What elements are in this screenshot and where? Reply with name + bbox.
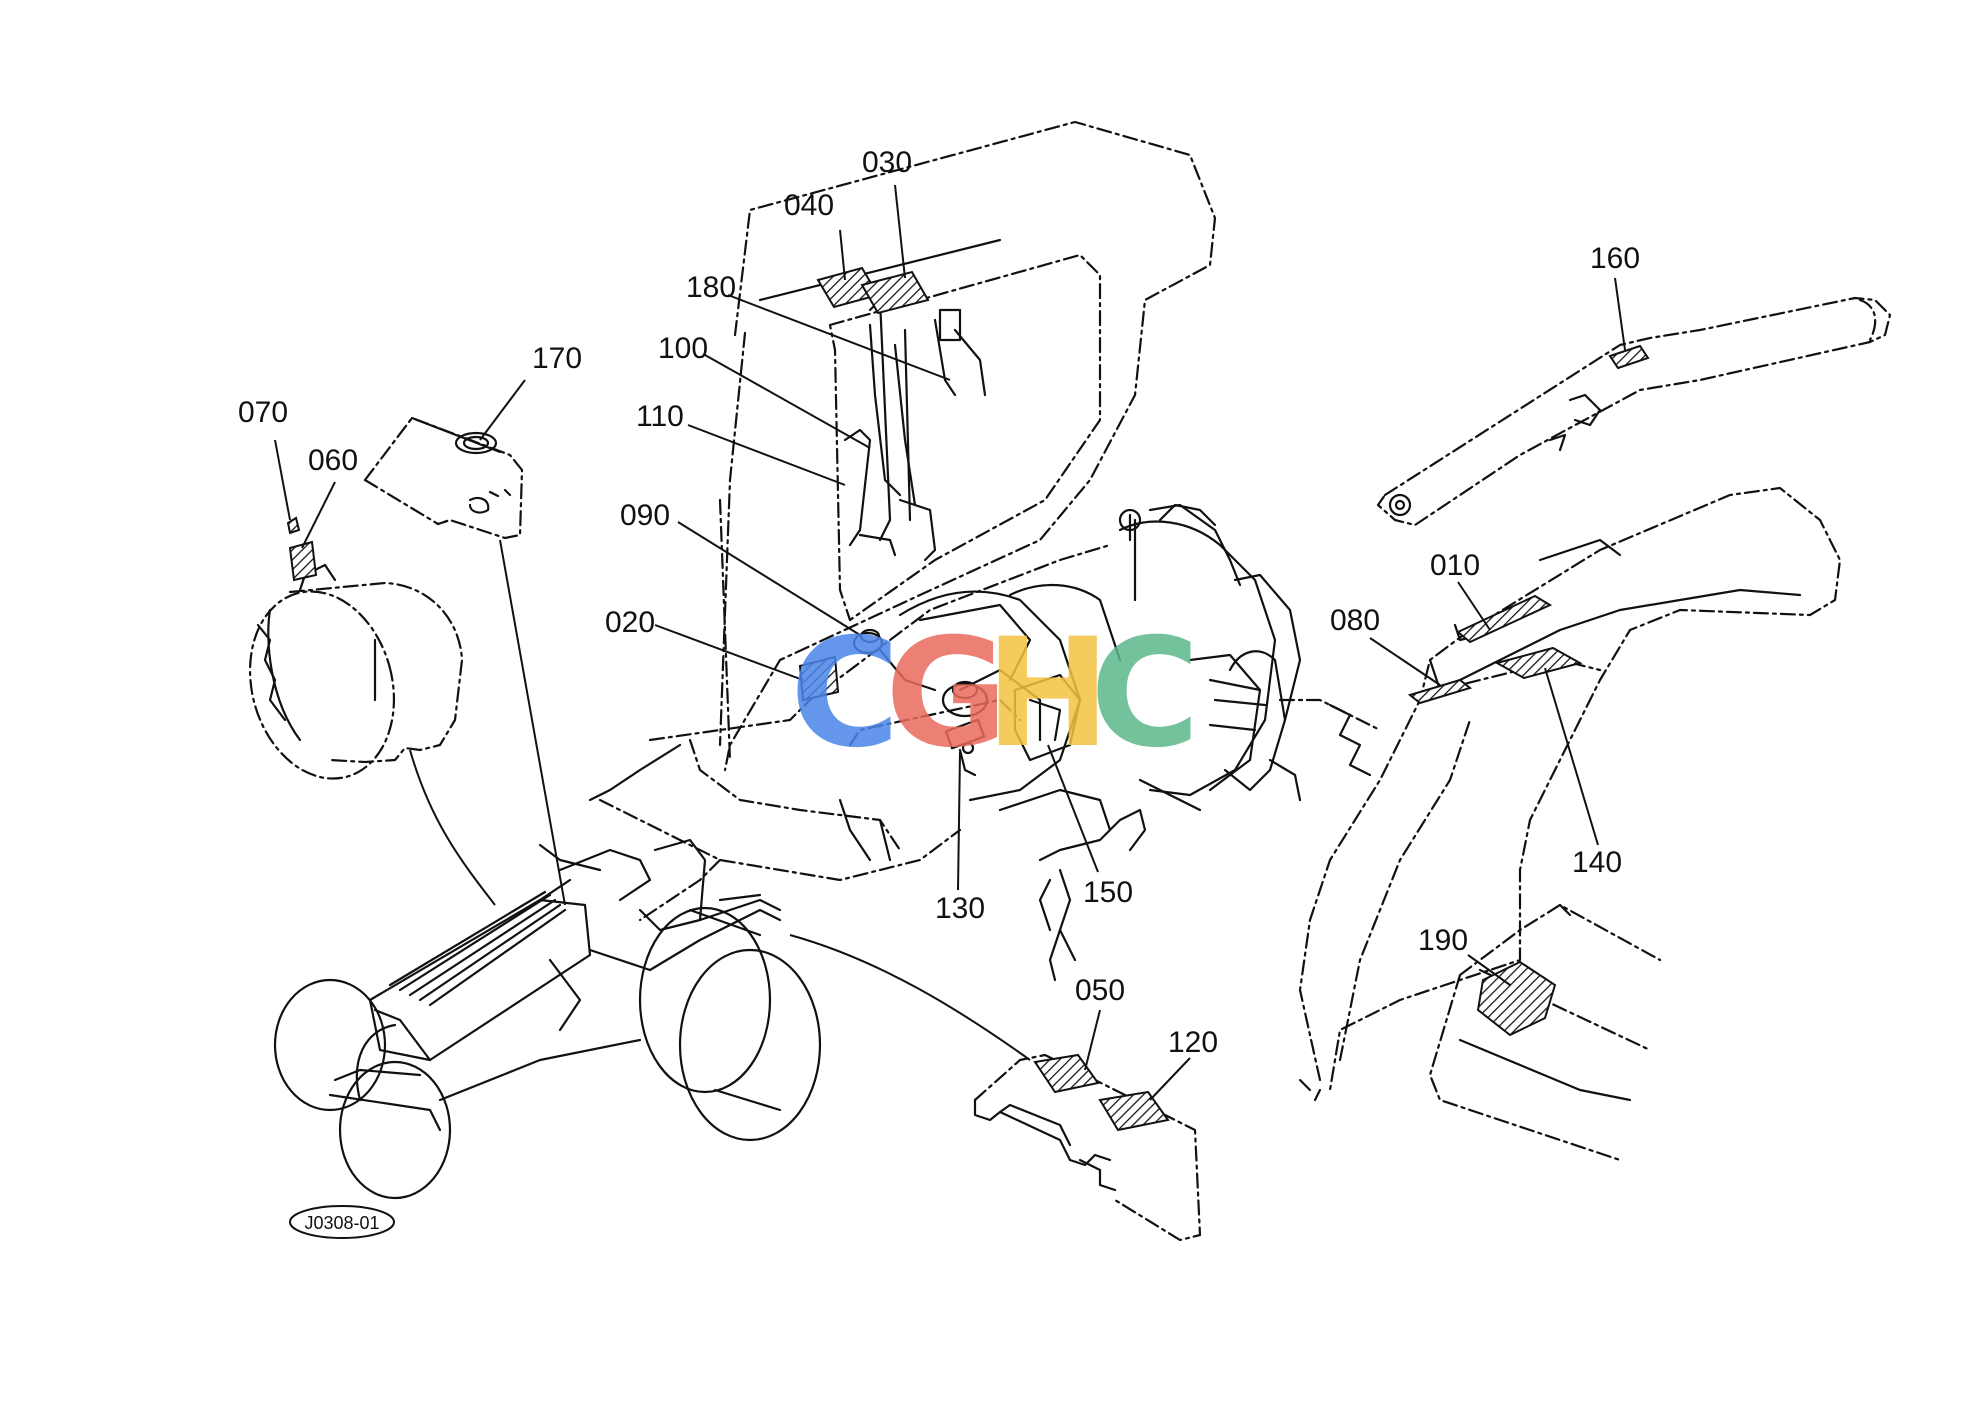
watermark-letter-4: C — [1090, 607, 1200, 781]
figure-code-badge: J0308-01 — [289, 1205, 395, 1239]
callout-020: 020 — [605, 606, 655, 639]
right-fender-drawing — [1298, 486, 1842, 1102]
arm-drawing — [1376, 296, 1892, 527]
callout-140: 140 — [1572, 846, 1622, 879]
column-cover-drawing — [363, 416, 524, 540]
reference-arrows — [409, 539, 1031, 1061]
watermark: C G H C — [790, 607, 1200, 781]
callout-090: 090 — [620, 499, 670, 532]
label-030 — [860, 270, 930, 315]
label-020 — [798, 655, 840, 702]
callout-130: 130 — [935, 892, 985, 925]
callout-150: 150 — [1083, 876, 1133, 909]
transmission-drawing — [588, 503, 1382, 982]
callout-050: 050 — [1075, 974, 1125, 1007]
label-010 — [1456, 594, 1553, 644]
label-120 — [1098, 1090, 1170, 1132]
label-080 — [1407, 678, 1473, 705]
step-plate-drawing — [973, 1053, 1202, 1242]
callout-180: 180 — [686, 271, 736, 304]
label-190 — [1476, 960, 1557, 1037]
label-050 — [1033, 1053, 1100, 1094]
callout-labels: 030 040 180 100 110 090 020 070 060 170 … — [238, 146, 1640, 1059]
callout-120: 120 — [1168, 1026, 1218, 1059]
callout-160: 160 — [1590, 242, 1640, 275]
fender-drawing — [718, 120, 1217, 772]
watermark-letter-2: G — [885, 607, 1008, 781]
callout-190: 190 — [1418, 924, 1468, 957]
canister-drawing — [248, 563, 464, 780]
callout-010: 010 — [1430, 549, 1480, 582]
callout-100: 100 — [658, 332, 708, 365]
label-160 — [1608, 344, 1650, 370]
watermark-letter-1: C — [790, 607, 900, 781]
label-140 — [1494, 646, 1583, 680]
callout-030: 030 — [862, 146, 912, 179]
figure-code: J0308-01 — [304, 1213, 379, 1233]
callout-110: 110 — [636, 400, 684, 433]
callout-170: 170 — [532, 342, 582, 375]
callout-060: 060 — [308, 444, 358, 477]
lever-assembly — [843, 308, 987, 562]
label-070 — [286, 516, 301, 535]
watermark-letter-3: H — [985, 607, 1111, 781]
tractor-overview — [273, 838, 822, 1200]
callout-070: 070 — [238, 396, 288, 429]
callout-040: 040 — [784, 189, 834, 222]
leader-lines — [274, 184, 1626, 1101]
callout-080: 080 — [1330, 604, 1380, 637]
label-patches — [286, 266, 1650, 1132]
